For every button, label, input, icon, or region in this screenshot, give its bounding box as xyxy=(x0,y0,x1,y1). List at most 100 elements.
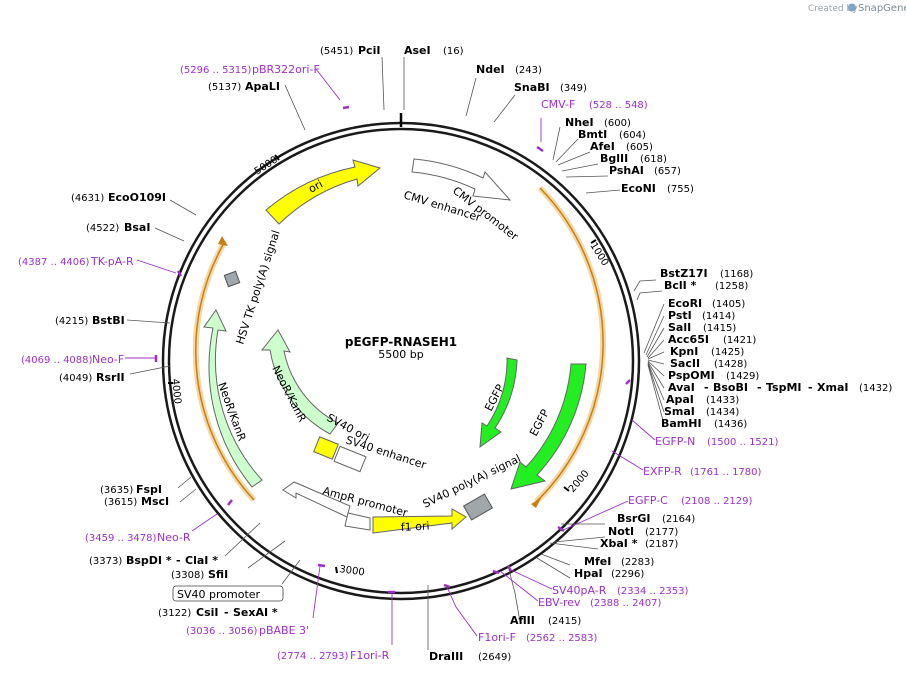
egfp-outer-label: EGFP xyxy=(527,407,552,439)
site-afei-pos: (605) xyxy=(626,142,653,153)
site-snabi-name: SnaBI xyxy=(514,81,550,94)
site-noti-pos: (2177) xyxy=(645,527,678,538)
site-econi-pos: (755) xyxy=(667,184,694,195)
sv40-polya-box xyxy=(462,493,494,521)
site-acc65i-pos: (1421) xyxy=(723,335,756,346)
orf-arc-neo-head xyxy=(218,236,228,246)
site-bsai-name: BsaI xyxy=(124,221,150,234)
site-draiii-name: DraIII xyxy=(429,650,463,663)
orf-arc-neo xyxy=(195,242,255,501)
hsv-polya-label: HSV TK poly(A) signal xyxy=(233,229,282,346)
site-bspdi-sep: - xyxy=(176,554,181,567)
site-avai-sep2: - xyxy=(757,381,762,394)
f1-ori-label: f1 ori xyxy=(400,520,429,534)
site-rsrii-name: RsrII xyxy=(96,371,125,384)
site-hpai-name: HpaI xyxy=(574,567,603,580)
ruler-label-3000: 3000 xyxy=(339,564,366,578)
ampr-promoter-arrow xyxy=(282,481,351,518)
credit-brand: SnapGene xyxy=(858,3,906,14)
ampr-promoter-box xyxy=(344,512,371,531)
site-apali-pos: (5137) xyxy=(208,82,241,93)
neo-outer-arrow xyxy=(203,309,263,488)
site-sali-pos: (1415) xyxy=(703,323,736,334)
site-xbai-name: XbaI * xyxy=(600,537,638,550)
site-sfii-name: SfiI xyxy=(208,568,228,581)
primer-ebv-rev-pos: (2388 .. 2407) xyxy=(590,598,662,609)
site-fspi-name: FspI xyxy=(136,483,162,496)
site-clai-name: ClaI * xyxy=(185,554,218,567)
site-eco0109i-pos: (4631) xyxy=(71,193,104,204)
site-snabi-pos: (349) xyxy=(560,83,587,94)
ruler-tick-2000 xyxy=(563,486,570,492)
primer-egfp-n-pos: (1500 .. 1521) xyxy=(707,437,779,448)
ruler-label-4000: 4000 xyxy=(169,378,183,404)
site-ndei-pos: (243) xyxy=(515,65,542,76)
primer-f1ori-r-name: F1ori-R xyxy=(350,649,390,662)
site-bglii-name: BglII xyxy=(600,152,628,165)
site-sfii-pos: (3308) xyxy=(171,570,204,581)
cmv-enhancer-promoter-arrow xyxy=(411,158,512,201)
primer-neo-f-name: Neo-F xyxy=(92,353,124,366)
sites-right-upper: NheI (600) BmtI (604) AfeI (605) BglII (… xyxy=(565,116,694,195)
primer-cmv-f-name: CMV-F xyxy=(541,98,575,111)
primer-egfp-c-pos: (2108 .. 2129) xyxy=(681,496,753,507)
site-bstz17i-pos: (1168) xyxy=(720,269,753,280)
site-bstz17i-name: BstZ17I xyxy=(660,267,708,280)
hsv-polya-box xyxy=(223,270,241,288)
site-hpai-pos: (2296) xyxy=(611,569,644,580)
primer-f1ori-r-pos: (2774 .. 2793) xyxy=(277,651,349,662)
neo-inner-arrow xyxy=(260,329,339,435)
site-sacii-pos: (1428) xyxy=(714,359,747,370)
site-pshai-name: PshAI xyxy=(609,164,644,177)
site-sexai-name: SexAI * xyxy=(233,606,278,619)
site-kpni-name: KpnI xyxy=(670,345,698,358)
site-apai-name: ApaI xyxy=(666,393,694,406)
plasmid-name: pEGFP-RNASEH1 xyxy=(345,335,457,349)
site-bmti-pos: (604) xyxy=(619,130,646,141)
primer-ebv-rev-name: EBV-rev xyxy=(538,596,581,609)
site-tspmi-name: TspMI xyxy=(766,381,802,394)
primer-neo-r-pos: (3459 .. 3478) xyxy=(85,533,157,544)
primer-f1ori-f-pos: (2562 .. 2583) xyxy=(526,633,598,644)
ruler-label-5000: 5000 xyxy=(253,154,280,177)
site-mfei-pos: (2283) xyxy=(621,557,654,568)
f1-ori-arrow xyxy=(372,508,467,534)
site-aflii-pos: (2415) xyxy=(548,616,581,627)
primer-tk-pa-r-name: TK-pA-R xyxy=(90,255,134,268)
site-bsai-pos: (4522) xyxy=(86,223,119,234)
site-pcil-name: PciI xyxy=(358,44,380,57)
site-apai-pos: (1433) xyxy=(706,395,739,406)
site-bstbi-name: BstBI xyxy=(92,314,125,327)
site-xbai-pos: (2187) xyxy=(645,539,678,550)
site-bsobi-name: BsoBI xyxy=(713,381,748,394)
site-bsrgi-pos: (2164) xyxy=(662,514,695,525)
site-acc65i-name: Acc65I xyxy=(668,333,709,346)
ruler-tick-3000 xyxy=(335,566,338,574)
site-bcli-name: BclI * xyxy=(664,279,697,292)
credit-prefix: Created by xyxy=(808,4,858,14)
sites-lower-right: BsrGI (2164) NotI (2177) XbaI * (2187) M… xyxy=(429,512,695,663)
site-nhei-name: NheI xyxy=(565,116,594,129)
sv40-ori-box xyxy=(313,436,339,460)
site-smai-pos: (1434) xyxy=(706,407,739,418)
site-rsrii-pos: (4049) xyxy=(59,373,92,384)
site-nhei-pos: (600) xyxy=(604,118,631,129)
primer-exfp-r-pos: (1761 .. 1780) xyxy=(690,467,762,478)
orf-arc-egfp xyxy=(535,187,604,503)
primer-exfp-r-name: EXFP-R xyxy=(643,465,682,478)
site-bmti-name: BmtI xyxy=(578,128,607,141)
site-avai-pos: (1432) xyxy=(859,383,892,394)
site-sali-name: SalI xyxy=(668,321,691,334)
sites-left: (4049) RsrII (4215) BstBI (4522) BsaI (4… xyxy=(55,80,280,384)
ori-arrow xyxy=(265,159,382,225)
site-bspdi-name: BspDI * xyxy=(126,554,172,567)
primer-pbabe3-name: pBABE 3' xyxy=(259,624,309,637)
site-xmai-name: XmaI xyxy=(817,381,848,394)
site-psti-name: PstI xyxy=(668,309,692,322)
primer-neo-f-pos: (4069 .. 4088) xyxy=(21,355,93,366)
egfp-inner-arrow xyxy=(479,357,518,449)
site-ndei-name: NdeI xyxy=(476,63,505,76)
site-bamhi-name: BamHI xyxy=(661,417,702,430)
site-mscl-name: MscI xyxy=(141,495,169,508)
